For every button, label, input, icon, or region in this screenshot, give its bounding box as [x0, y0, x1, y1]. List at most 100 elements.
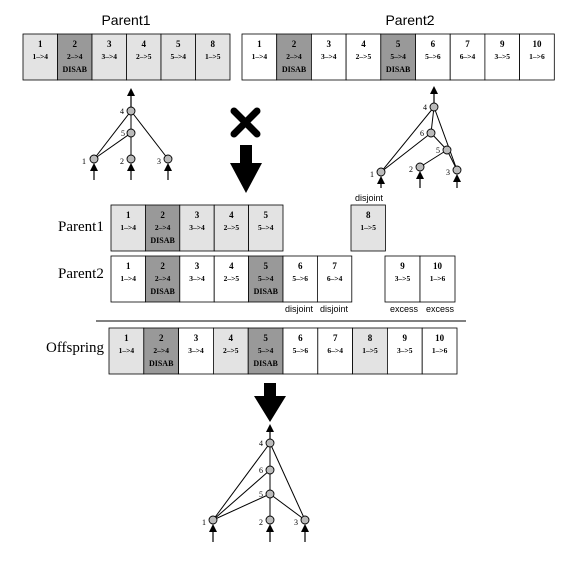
gene-cell: 7 6–>4 — [449, 33, 486, 81]
network-node — [208, 515, 218, 525]
gene-connection: 3–>4 — [188, 346, 204, 355]
gene-innovation-number: 4 — [361, 39, 366, 49]
gene-innovation-number: 4 — [142, 39, 147, 49]
network-connection — [212, 493, 271, 521]
network-node — [442, 145, 452, 155]
row-label-offspring: Offspring — [46, 340, 105, 356]
gene-cell: 42–>5 — [213, 255, 249, 303]
gene-connection: 2–>5 — [356, 52, 372, 61]
gene-innovation-number: 1 — [126, 261, 131, 271]
gene-innovation-number: 6 — [431, 39, 436, 49]
network-connection — [380, 106, 435, 173]
gene-connection: 5–>4 — [258, 223, 274, 232]
gene-innovation-number: 3 — [195, 210, 200, 220]
gene-cell: 55–>4 — [160, 33, 196, 81]
network-node — [452, 165, 462, 175]
gene-box — [108, 327, 145, 375]
gene-connection: 5–>4 — [258, 274, 274, 283]
gene-cell: 11–>4 — [110, 255, 146, 303]
gene-connection: 5–>6 — [425, 52, 441, 61]
network-node-label: 6 — [259, 466, 263, 475]
gene-cell: 93–>5 — [484, 33, 520, 81]
gene-connection: 6–>4 — [460, 52, 476, 61]
gene-connection: 1–>5 — [205, 52, 221, 61]
gene-innovation-number: 3 — [327, 39, 332, 49]
down-arrow-offspring-icon — [254, 383, 286, 422]
gene-connection: 5–>6 — [293, 346, 309, 355]
gene-box — [144, 204, 181, 252]
gene-box — [57, 33, 93, 81]
gene-cell: 81–>5 — [350, 204, 386, 252]
excess-note-gene9: excess — [390, 304, 419, 314]
network-node-label: 1 — [370, 170, 374, 179]
gene-cell: 11–>4 — [108, 327, 145, 375]
gene-box — [110, 255, 146, 303]
network-connection — [93, 110, 132, 160]
gene-connection: 1–>6 — [529, 52, 545, 61]
gene-innovation-number: 5 — [264, 261, 269, 271]
gene-box — [241, 33, 278, 81]
gene-innovation-number: 5 — [264, 210, 269, 220]
gene-cell: 5 5–>4 — [248, 204, 284, 252]
network-node — [163, 154, 173, 164]
gene-disabled-label: DISAB — [150, 236, 175, 245]
gene-connection: 1–>6 — [430, 274, 446, 283]
gene-box — [91, 33, 127, 81]
gene-disabled-label: DISAB — [149, 359, 174, 368]
network-node — [426, 128, 436, 138]
network-connection — [419, 149, 448, 168]
gene-box — [247, 327, 284, 375]
crossover-cross-icon — [230, 107, 261, 138]
network-node — [429, 102, 439, 112]
gene-box — [213, 204, 249, 252]
gene-cell: 76–>4 — [316, 255, 353, 303]
gene-box — [484, 33, 520, 81]
gene-innovation-number: 1 — [38, 39, 43, 49]
gene-box — [22, 33, 58, 81]
gene-connection: 6–>4 — [327, 274, 343, 283]
network-node — [89, 154, 99, 164]
gene-cell: 101–>6 — [419, 255, 456, 303]
network-node-label: 4 — [259, 439, 263, 448]
network-connection — [212, 469, 271, 521]
genome-parent2-aligned: 11–>422–>4DISAB33–>442–>555–>4DISAB65–>6… — [110, 255, 353, 303]
gene-cell: 42–>5 — [212, 327, 249, 375]
gene-disabled-label: DISAB — [386, 65, 411, 74]
gene-innovation-number: 10 — [532, 39, 542, 49]
gene-cell: 101–>6 — [421, 327, 458, 375]
gene-cell: 33–>4 — [310, 33, 347, 81]
gene-connection: 1–>4 — [120, 223, 136, 232]
gene-connection: 2–>4 — [155, 223, 171, 232]
network-node — [265, 465, 275, 475]
gene-box — [276, 33, 312, 81]
gene-innovation-number: 5 — [263, 333, 268, 343]
gene-cell: 65–>6 — [282, 327, 319, 375]
network-node-label: 2 — [120, 157, 124, 166]
excess-note-gene10: excess — [426, 304, 455, 314]
gene-box — [317, 327, 353, 375]
gene-innovation-number: 7 — [465, 39, 470, 49]
gene-connection: 2–>5 — [224, 274, 240, 283]
gene-connection: 3–>5 — [395, 274, 411, 283]
gene-innovation-number: 8 — [366, 210, 371, 220]
row-label-parent1: Parent1 — [58, 219, 104, 235]
network-node-label: 2 — [409, 165, 413, 174]
network-connection — [269, 493, 306, 521]
gene-connection: 3–>4 — [101, 52, 117, 61]
gene-cell: 33–>4 — [178, 327, 214, 375]
gene-connection: 2–>4 — [286, 52, 302, 61]
gene-box — [213, 255, 249, 303]
gene-connection: 6–>4 — [327, 346, 343, 355]
gene-cell: 76–>4 — [317, 327, 353, 375]
gene-cell: 4 2–>5 — [345, 33, 382, 81]
gene-disabled-label: DISAB — [63, 65, 88, 74]
network-connection — [130, 110, 169, 160]
gene-cell: 10 1–>6 — [519, 33, 555, 81]
